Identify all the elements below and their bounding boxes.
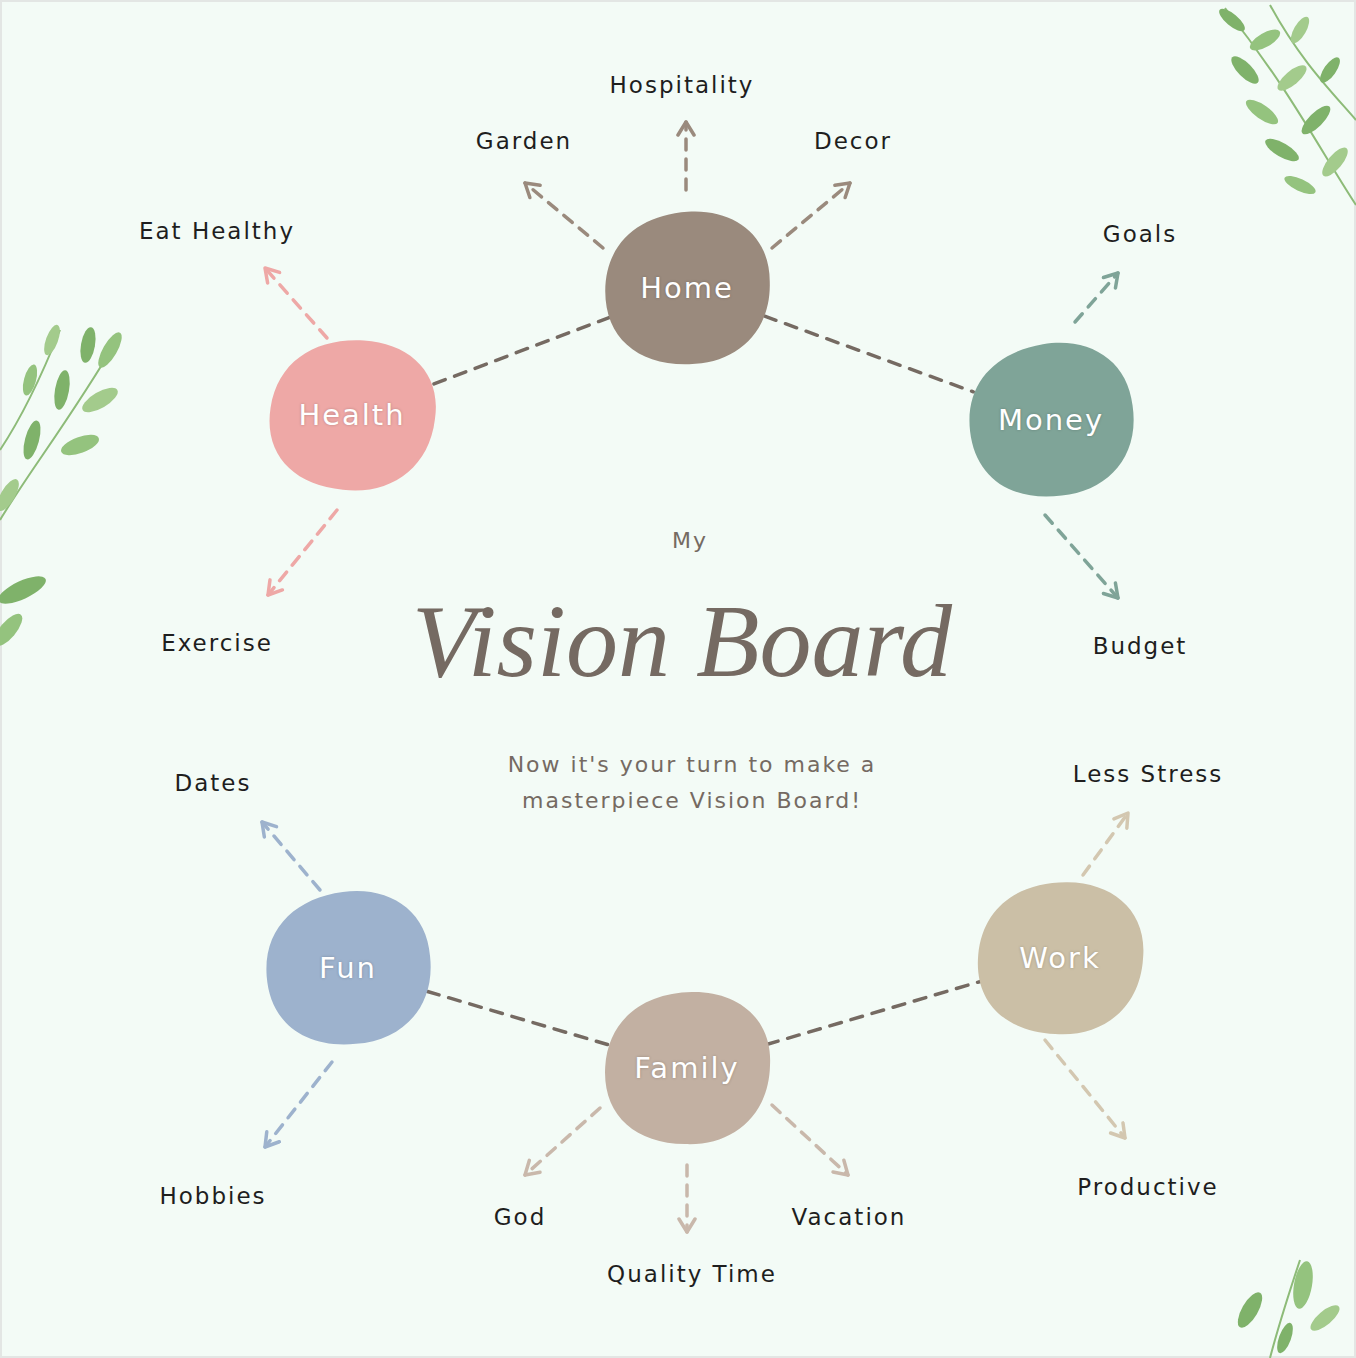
leader-arrow — [1045, 1040, 1125, 1138]
goal-label: Hospitality — [610, 72, 755, 98]
category-name: Fun — [319, 951, 377, 985]
goal-label: Garden — [476, 128, 572, 154]
leader-arrow — [1045, 515, 1118, 598]
goal-label: Productive — [1077, 1174, 1218, 1200]
diagram-caption: Now it's your turn to make a masterpiece… — [452, 747, 932, 819]
goal-label: Vacation — [792, 1204, 907, 1230]
blob-outline — [601, 988, 774, 1148]
category-name: Home — [640, 271, 734, 305]
category-name: Health — [298, 398, 405, 432]
leader-arrow — [1083, 813, 1128, 875]
leader-arrow — [1075, 273, 1118, 322]
dashed-connector — [428, 991, 608, 1044]
category-blob: Money — [964, 339, 1139, 501]
leader-arrow — [265, 1062, 332, 1147]
goal-label: Goals — [1103, 221, 1177, 247]
diagram-title: Vision Board — [412, 581, 952, 700]
blob-outline — [964, 339, 1139, 501]
category-blob: Work — [973, 877, 1148, 1039]
goal-label: Quality Time — [607, 1261, 777, 1287]
leader-arrow — [685, 1165, 689, 1232]
dashed-connector — [429, 317, 610, 386]
goal-label: Dates — [175, 770, 252, 796]
leaf-branch — [1216, 5, 1356, 205]
leaf-branch — [0, 323, 126, 651]
leaf-branch — [1233, 1260, 1343, 1358]
goal-label: Decor — [814, 128, 892, 154]
goal-label: God — [494, 1204, 547, 1230]
goal-label: Budget — [1093, 633, 1188, 659]
leader-arrow — [525, 183, 603, 248]
title-prefix: My — [672, 528, 708, 553]
category-name: Money — [998, 403, 1104, 437]
category-name: Work — [1019, 941, 1100, 975]
goal-label: Eat Healthy — [139, 218, 295, 244]
category-name: Family — [634, 1051, 739, 1085]
leader-arrow — [262, 822, 320, 890]
category-blob: Family — [600, 987, 775, 1149]
blob-outline — [265, 335, 440, 495]
category-blob: Health — [265, 335, 440, 495]
leader-arrow — [265, 268, 327, 338]
category-blob: Home — [600, 207, 775, 369]
goal-label: Less Stress — [1073, 761, 1224, 787]
leader-arrow — [268, 510, 337, 595]
dashed-connector — [767, 981, 981, 1044]
leader-arrow — [772, 183, 850, 248]
leader-arrows — [262, 122, 1128, 1232]
leader-arrow — [525, 1108, 600, 1175]
blob-outline — [605, 212, 770, 365]
category-blob: Fun — [261, 887, 436, 1049]
dashed-connector — [765, 316, 974, 392]
blob-outline — [261, 887, 436, 1049]
leader-arrow — [684, 122, 688, 190]
blob-outline — [973, 877, 1148, 1039]
goal-label: Hobbies — [159, 1183, 266, 1209]
leader-arrow — [772, 1105, 848, 1175]
goal-label: Exercise — [161, 630, 273, 656]
